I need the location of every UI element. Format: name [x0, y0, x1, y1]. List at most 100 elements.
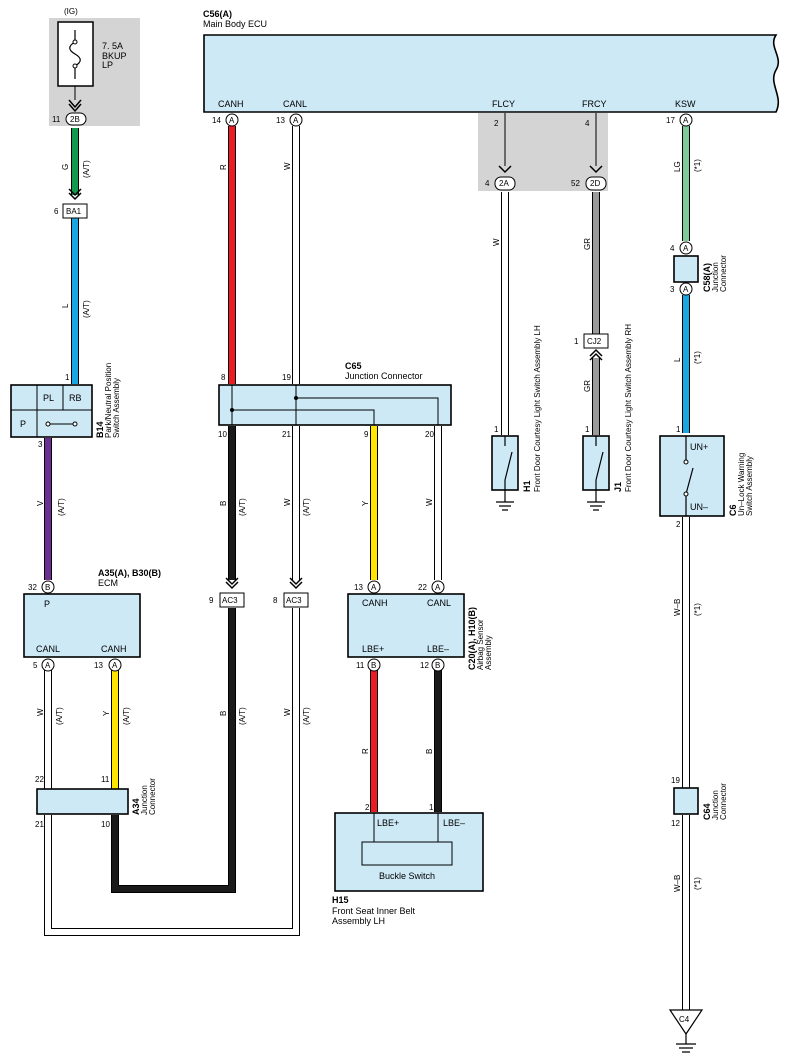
c6-pin2: 2: [676, 520, 681, 529]
c20-conn-canh-label: A: [371, 583, 377, 592]
conn-2a-pill: [494, 176, 516, 191]
ecm-canh: CANH: [101, 644, 127, 654]
ecu-canl: CANL: [283, 99, 307, 109]
wire-w-h1-label: W: [492, 238, 501, 246]
ecu-code: C56(A): [203, 9, 232, 19]
wire-b-a34-color: [112, 608, 235, 892]
c64-pin12: 12: [671, 819, 680, 828]
c65-node-canl: [294, 396, 298, 400]
ecm-conn-top: [41, 580, 55, 594]
c58-box: [673, 255, 699, 283]
ig-label: (IG): [64, 7, 78, 16]
a34-code: A34: [131, 798, 141, 815]
h1-switch-icon: [504, 436, 513, 490]
b14-box: [10, 384, 93, 438]
wire-w-ecm-at: (A/T): [55, 707, 64, 725]
ecu-conn-canh-label: A: [229, 116, 235, 125]
c65-name: Junction Connector: [345, 371, 423, 381]
c6-name1: Un–Lock Warning: [737, 453, 746, 516]
c6-contact-top: [683, 459, 689, 465]
c64-pin19: 19: [671, 776, 680, 785]
a34-pin10: 10: [101, 820, 110, 829]
conn-2d-pill: [585, 176, 607, 191]
c4-triangle: [668, 1009, 704, 1036]
c20-canh: CANH: [362, 598, 388, 608]
wire-gr-j1-label: GR: [583, 380, 592, 392]
wire-w-ecm-label: W: [36, 708, 45, 716]
wire-b-c65-at: (A/T): [238, 498, 247, 516]
c64-name2: Connector: [719, 783, 728, 820]
c58-conn-bottom-label: A: [683, 285, 689, 294]
c64-name1: Junction: [711, 790, 720, 820]
fuse-terminal-top: [72, 39, 78, 45]
b14-code: B14: [95, 421, 105, 438]
ecu-pin-frcy: 4: [585, 119, 590, 128]
ecu-flcy: FLCY: [492, 99, 515, 109]
wire-l-label: L: [61, 303, 70, 308]
h15-name1: Front Seat Inner Belt: [332, 906, 416, 916]
ecm-pin-canh: 13: [94, 661, 103, 670]
fuse-chevron-icon: [68, 99, 82, 113]
fuse-pin: 11: [52, 115, 61, 124]
c58-conn-bottom: [679, 282, 693, 296]
a34-box: [36, 788, 129, 815]
ac3-right-label: AC3: [286, 596, 302, 605]
c4-label: C4: [679, 1015, 690, 1024]
ecm-canl: CANL: [36, 644, 60, 654]
wire-y-c20-label: Y: [361, 500, 370, 506]
c65-bus-canl: [295, 385, 439, 425]
wire-wb-c64-star: (*1): [693, 603, 702, 616]
b14-name1: Park/Neutral Position: [104, 363, 113, 438]
c20-canl: CANL: [427, 598, 451, 608]
ecm-conn-canh-label: A: [112, 661, 118, 670]
ba1-connector: [62, 203, 88, 219]
ba1-pin: 6: [54, 207, 59, 216]
h15-lbem: LBE–: [443, 818, 465, 828]
c65-pin9: 9: [364, 430, 369, 439]
c58-conn-top-label: A: [683, 244, 689, 253]
c6-name2: Switch Assembly: [745, 456, 754, 516]
c6-switch-icon: [685, 436, 694, 516]
ecm-p: P: [44, 599, 50, 609]
wire-l-c6-star: (*1): [693, 351, 702, 364]
fuse-rating: 7. 5A: [102, 41, 123, 51]
ecm-conn-top-label: B: [45, 583, 50, 592]
ecu-pin-flcy: 2: [494, 119, 499, 128]
wire-v-at: (A/T): [57, 498, 66, 516]
c6-unm: UN–: [690, 502, 708, 512]
c65-pin10: 10: [218, 430, 227, 439]
ecu-canh: CANH: [218, 99, 244, 109]
wire-w-c65-at: (A/T): [302, 498, 311, 516]
ecu-pin-canh: 14: [212, 116, 221, 125]
ecu-box: [203, 34, 780, 113]
c58-conn-top: [679, 241, 693, 255]
a34-name1: Junction: [140, 785, 149, 815]
ecu-conn-canl-label: A: [293, 116, 299, 125]
ecu-conn-canl: [289, 113, 303, 127]
ecu-name: Main Body ECU: [203, 19, 267, 29]
wire-r-h15-label: R: [361, 748, 370, 754]
h1-name: Front Door Courtesy Light Switch Assembl…: [533, 325, 542, 492]
ecm-pin-canl: 5: [33, 661, 38, 670]
wire-wb-c4-label: W–B: [673, 875, 682, 892]
ecu-pin-canl: 13: [276, 116, 285, 125]
wire-wb-c4-star: (*1): [693, 877, 702, 890]
h15-buckle-switch: [361, 841, 453, 866]
a34-pin11: 11: [101, 775, 110, 784]
wire-g-at: (A/T): [82, 160, 91, 178]
c20-conn-canl-label: A: [435, 583, 441, 592]
c65-box: [218, 384, 452, 426]
cj2-chevron-icon: [589, 348, 603, 361]
ecu-conn-canh: [225, 113, 239, 127]
a34-pin21: 21: [35, 820, 44, 829]
wire-y-ecm-at: (A/T): [122, 707, 131, 725]
wire-lg-label: LG: [673, 161, 682, 172]
wire-l-c6-label: L: [673, 357, 682, 362]
c20-lbep: LBE+: [362, 644, 384, 654]
wire-wb-c64-label: W–B: [673, 599, 682, 616]
c20-conn-lbep-label: B: [371, 661, 376, 670]
b14-pin-top: 1: [65, 373, 70, 382]
h15-buckle-label: Buckle Switch: [379, 871, 435, 881]
wire-b-c65-label: B: [219, 501, 228, 506]
b14-name2: Switch Assembly: [112, 378, 121, 438]
